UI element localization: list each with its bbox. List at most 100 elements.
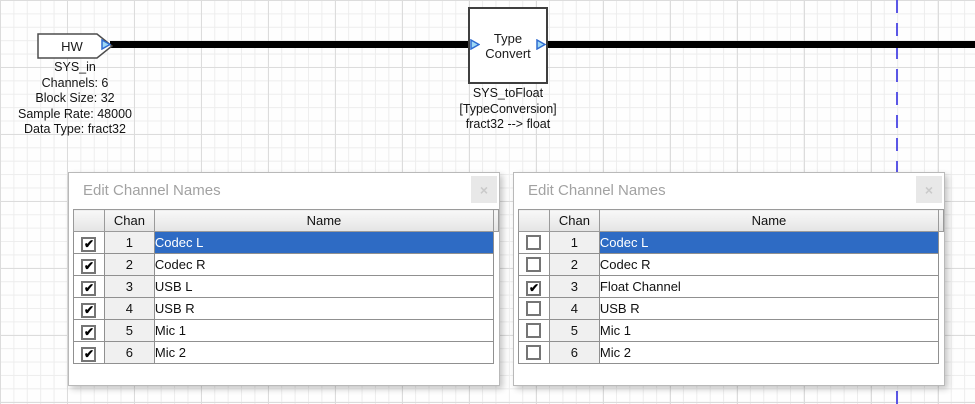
- row-filler: [494, 232, 499, 254]
- chan-cell[interactable]: 6: [548, 341, 600, 364]
- row-filler: [939, 298, 944, 320]
- header-filler: [493, 209, 499, 232]
- name-cell[interactable]: Mic 1: [153, 319, 495, 342]
- name-cell[interactable]: Float Channel: [598, 275, 940, 298]
- type-convert-block[interactable]: Type Convert: [468, 7, 548, 84]
- name-cell[interactable]: USB R: [153, 297, 495, 320]
- name-cell[interactable]: USB R: [598, 297, 940, 320]
- checkbox-cell[interactable]: ✔: [73, 275, 105, 298]
- checkbox-cell[interactable]: [518, 231, 550, 254]
- hw-data-type: Data Type: fract32: [24, 122, 126, 136]
- row-filler: [494, 320, 499, 342]
- chan-cell[interactable]: 5: [103, 319, 155, 342]
- checkbox-cell[interactable]: [518, 341, 550, 364]
- channel-checkbox-checked[interactable]: ✔: [81, 346, 97, 362]
- hw-output-pin-icon[interactable]: [101, 39, 111, 50]
- hw-block-caption: SYS_in Channels: 6 Block Size: 32 Sample…: [0, 60, 150, 138]
- chan-cell[interactable]: 3: [103, 275, 155, 298]
- hw-sample-rate: Sample Rate: 48000: [18, 106, 132, 121]
- channel-checkbox-unchecked[interactable]: [526, 257, 542, 272]
- name-cell[interactable]: Codec L: [153, 231, 495, 254]
- type-convert-output-pin-icon[interactable]: [536, 39, 546, 50]
- wire-hw-to-typeconvert[interactable]: [110, 41, 468, 48]
- channel-checkbox-checked[interactable]: ✔: [81, 258, 97, 274]
- checkbox-column-header: [518, 209, 550, 232]
- chan-cell[interactable]: 5: [548, 319, 600, 342]
- hw-block-shape: [37, 33, 114, 59]
- row-filler: [939, 320, 944, 342]
- wire-typeconvert-out[interactable]: [548, 41, 975, 48]
- chan-cell[interactable]: 2: [103, 253, 155, 276]
- hw-block-label: HW: [61, 38, 83, 54]
- chan-column-header: Chan: [548, 209, 600, 232]
- checkbox-cell[interactable]: [518, 253, 550, 276]
- close-icon[interactable]: ×: [916, 176, 942, 203]
- checkbox-cell[interactable]: [518, 319, 550, 342]
- checkbox-cell[interactable]: ✔: [73, 231, 105, 254]
- type-convert-label-top: Type: [493, 30, 523, 46]
- hw-block-size: Block Size: 32: [35, 91, 115, 105]
- name-column-header: Name: [153, 209, 495, 232]
- name-cell[interactable]: USB L: [153, 275, 495, 298]
- channel-checkbox-checked[interactable]: ✔: [526, 280, 542, 296]
- row-filler: [494, 342, 499, 364]
- chan-cell[interactable]: 2: [548, 253, 600, 276]
- table-header-row: Chan Name: [518, 209, 944, 232]
- row-filler: [939, 232, 944, 254]
- dialog-title: Edit Channel Names: [528, 182, 666, 199]
- header-filler: [938, 209, 944, 232]
- checkbox-cell[interactable]: ✔: [73, 319, 105, 342]
- table-header-row: Chan Name: [73, 209, 499, 232]
- channel-checkbox-unchecked[interactable]: [526, 301, 542, 316]
- channel-checkbox-checked[interactable]: ✔: [81, 324, 97, 340]
- checkbox-cell[interactable]: ✔: [73, 253, 105, 276]
- chan-cell[interactable]: 4: [548, 297, 600, 320]
- row-filler: [939, 276, 944, 298]
- row-filler: [494, 254, 499, 276]
- row-filler: [939, 254, 944, 276]
- checkbox-cell[interactable]: ✔: [73, 297, 105, 320]
- name-cell[interactable]: Mic 2: [598, 341, 940, 364]
- channel-checkbox-checked[interactable]: ✔: [81, 302, 97, 318]
- channel-checkbox-unchecked[interactable]: [526, 345, 542, 360]
- close-icon[interactable]: ×: [471, 176, 497, 203]
- dialog-title: Edit Channel Names: [83, 182, 221, 199]
- name-cell[interactable]: Mic 2: [153, 341, 495, 364]
- hw-input-block[interactable]: HW: [37, 33, 114, 59]
- channel-checkbox-checked[interactable]: ✔: [81, 280, 97, 296]
- channel-checkbox-checked[interactable]: ✔: [81, 236, 97, 252]
- checkbox-cell[interactable]: ✔: [518, 275, 550, 298]
- type-convert-input-pin-icon[interactable]: [470, 39, 480, 50]
- chan-cell[interactable]: 1: [548, 231, 600, 254]
- tc-conversion: fract32 --> float: [465, 117, 551, 131]
- name-cell[interactable]: Codec R: [153, 253, 495, 276]
- chan-cell[interactable]: 3: [548, 275, 600, 298]
- checkbox-cell[interactable]: ✔: [73, 341, 105, 364]
- channel-checkbox-unchecked[interactable]: [526, 235, 542, 250]
- chan-cell[interactable]: 4: [103, 297, 155, 320]
- name-cell[interactable]: Codec L: [598, 231, 940, 254]
- name-cell[interactable]: Mic 1: [598, 319, 940, 342]
- tc-module-type: [TypeConversion]: [459, 101, 557, 116]
- row-filler: [494, 276, 499, 298]
- channel-checkbox-unchecked[interactable]: [526, 323, 542, 338]
- chan-cell[interactable]: 1: [103, 231, 155, 254]
- name-cell[interactable]: Codec R: [598, 253, 940, 276]
- chan-cell[interactable]: 6: [103, 341, 155, 364]
- checkbox-cell[interactable]: [518, 297, 550, 320]
